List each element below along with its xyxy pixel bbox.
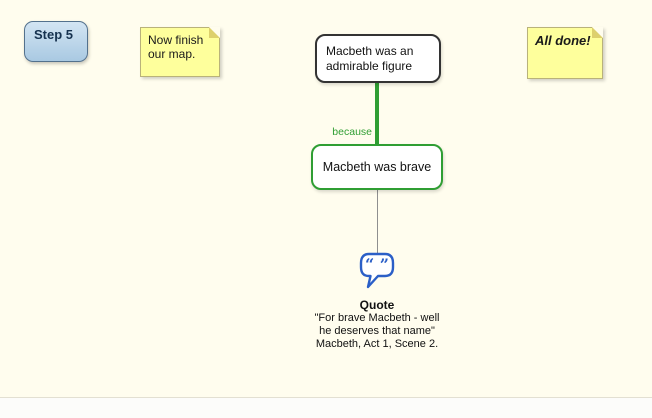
connector-because-label: because (332, 126, 372, 138)
quote-node[interactable]: “ ” Quote "For brave Macbeth - well he d… (277, 250, 477, 351)
quote-node-line: "For brave Macbeth - well (314, 312, 440, 324)
sticky-note-done[interactable]: All done! (527, 27, 603, 79)
sticky-note-done-text: All done! (535, 33, 591, 48)
step-badge-label: Step 5 (34, 27, 74, 42)
reason-node-text: Macbeth was brave (322, 160, 432, 174)
connector-reason-to-quote (377, 190, 378, 254)
sticky-note-instruction-text: Now finish our map. (148, 33, 204, 61)
quote-node-title: Quote (359, 298, 395, 312)
quote-node-line: Macbeth, Act 1, Scene 2. (315, 338, 439, 350)
sticky-note-instruction[interactable]: Now finish our map. (140, 27, 220, 77)
reason-node[interactable]: Macbeth was brave (311, 144, 443, 190)
window-bottom-edge (0, 397, 652, 418)
claim-node[interactable]: Macbeth was an admirable figure (315, 34, 441, 83)
quote-node-line: he deserves that name" (319, 325, 435, 337)
claim-node-text: Macbeth was an admirable figure (326, 43, 414, 73)
quote-speech-bubble-icon[interactable]: “ ” (357, 250, 397, 292)
connector-claim-to-reason (375, 82, 379, 147)
quote-icon-glyph: “ ” (365, 255, 389, 274)
step-badge[interactable]: Step 5 (24, 21, 88, 62)
